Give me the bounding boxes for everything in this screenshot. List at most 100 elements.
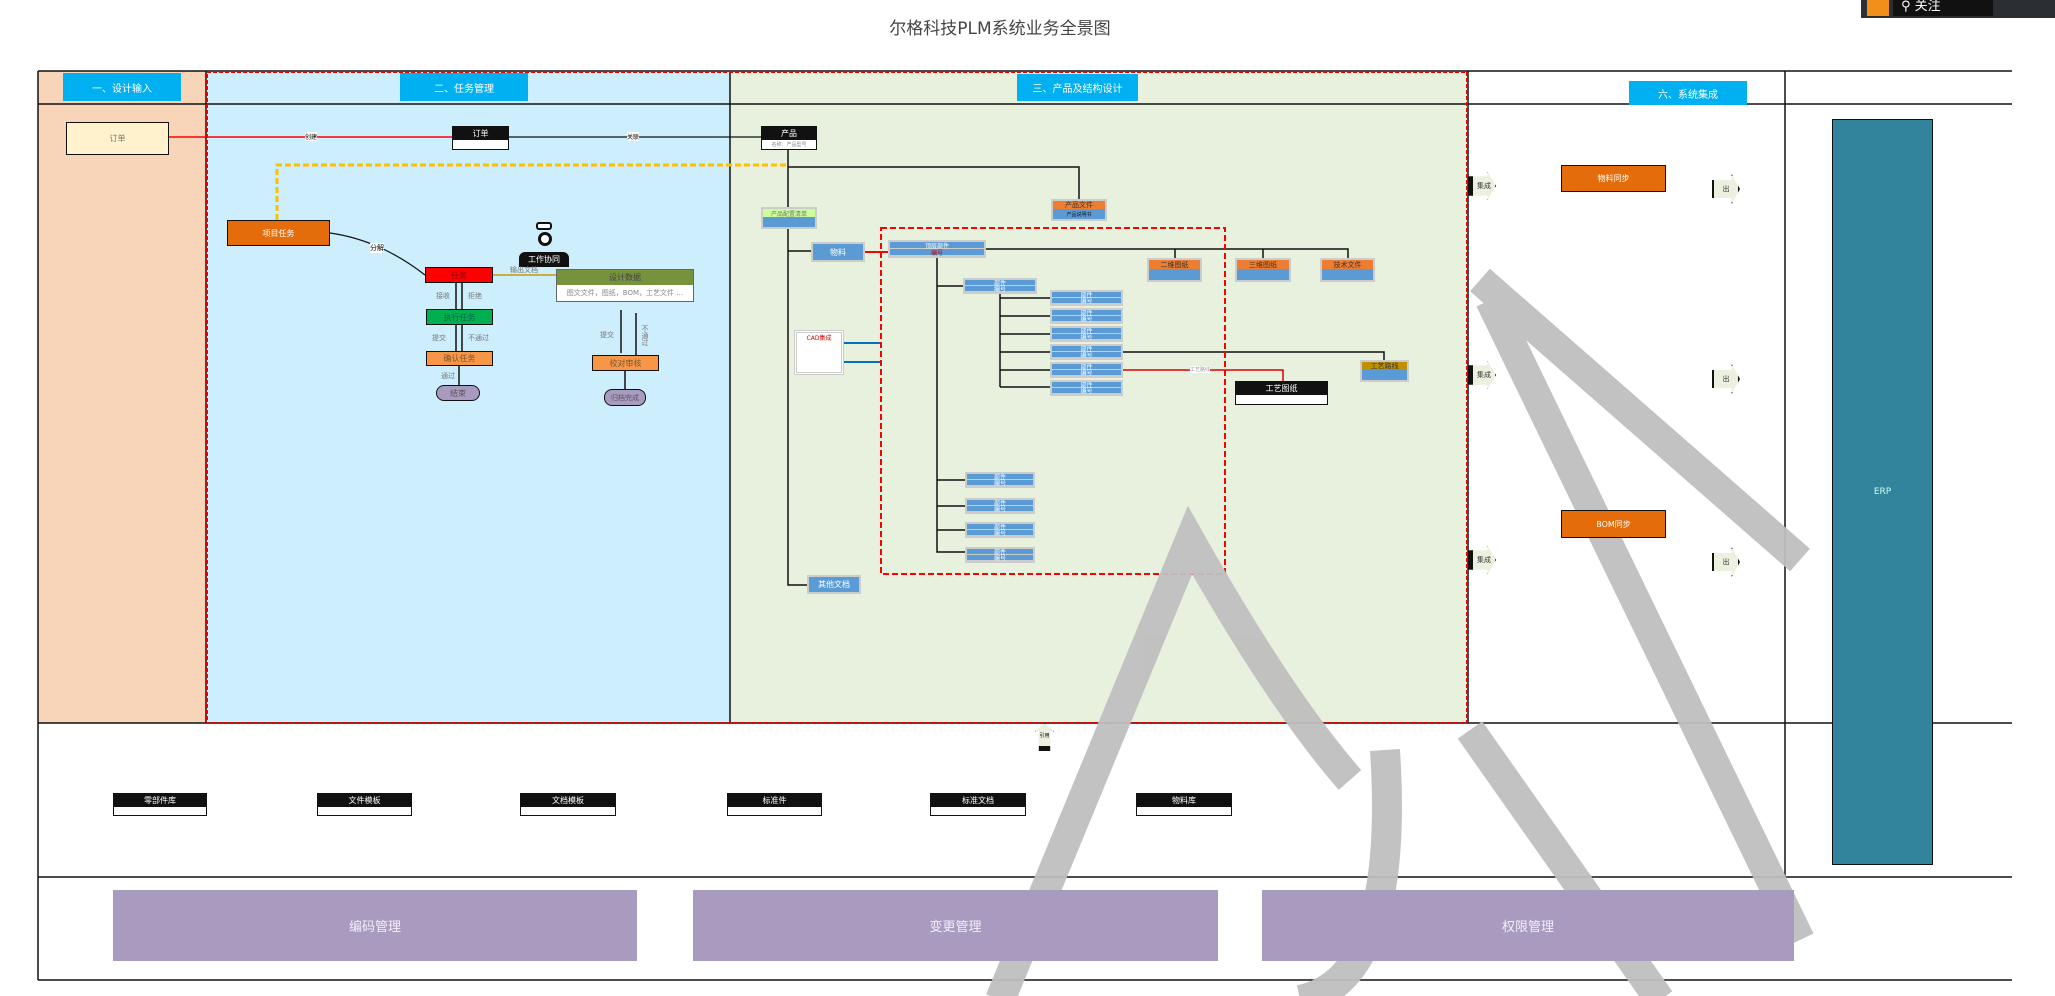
- part-sub: 编号: [967, 480, 1033, 487]
- sync-bom-node[interactable]: BOM同步: [1561, 510, 1666, 538]
- library-item[interactable]: 文档模板: [520, 793, 616, 816]
- drawing-3d-label: 三维图纸: [1237, 260, 1289, 269]
- part-node[interactable]: 部件编号: [1050, 326, 1123, 342]
- order-node-label: 订单: [453, 127, 508, 141]
- order-input-node[interactable]: 订单: [66, 122, 169, 155]
- edge-label-fail-2: 不通过: [641, 325, 649, 346]
- part-sub: 编号: [967, 506, 1033, 513]
- drawing-2d-label: 二维图纸: [1149, 260, 1200, 269]
- library-item-label: 标准件: [728, 794, 821, 807]
- library-item-label: 文件模板: [318, 794, 411, 807]
- edge-label-accept: 接收: [436, 292, 450, 300]
- part-node[interactable]: 部件编号: [1050, 290, 1123, 306]
- part-sub: 编号: [967, 555, 1033, 562]
- route-label: 工艺路线: [1362, 362, 1407, 371]
- material-node[interactable]: 物料: [811, 242, 865, 262]
- part-label: 部件: [967, 500, 1033, 507]
- part-node[interactable]: 部件编号: [965, 547, 1035, 563]
- drawing-2d-node[interactable]: 二维图纸: [1147, 258, 1202, 282]
- part-label: 部件: [967, 549, 1033, 556]
- part-node[interactable]: 部件编号: [965, 472, 1035, 488]
- root-part-node[interactable]: 顶层部件编号: [888, 240, 986, 258]
- library-item-label: 标准文档: [931, 794, 1025, 807]
- part-node[interactable]: 部件编号: [963, 278, 1037, 294]
- library-item[interactable]: 物料库: [1136, 793, 1232, 816]
- product-node[interactable]: 产品名称：产品型号: [761, 126, 817, 150]
- part-node[interactable]: 部件编号: [1050, 380, 1123, 396]
- library-item-label: 零部件库: [114, 794, 206, 807]
- part-label: 部件: [1052, 382, 1121, 389]
- part-node[interactable]: 部件编号: [1050, 362, 1123, 378]
- part-node[interactable]: 部件编号: [965, 498, 1035, 514]
- config-list-label: 产品配置清单: [763, 209, 815, 218]
- cad-node[interactable]: CAD集成: [794, 330, 844, 375]
- root-part-label: 顶层部件: [890, 242, 984, 250]
- top-toolbar: ⚲ 关注: [1861, 0, 2055, 18]
- archive-node[interactable]: 归档完成: [604, 389, 646, 406]
- edge-label-output: 输出文档: [510, 266, 538, 274]
- library-item[interactable]: 标准文档: [930, 793, 1026, 816]
- edge-label-reject: 拒绝: [468, 292, 482, 300]
- library-item[interactable]: 文件模板: [317, 793, 412, 816]
- library-item[interactable]: 零部件库: [113, 793, 207, 816]
- route-node[interactable]: 工艺路线: [1360, 360, 1409, 382]
- part-node[interactable]: 部件编号: [1050, 344, 1123, 360]
- follow-button[interactable]: ⚲ 关注: [1893, 0, 1993, 16]
- part-label: 部件: [965, 280, 1035, 287]
- design-data-title: 设计数据: [557, 270, 693, 285]
- page-title: 尔格科技PLM系统业务全景图: [889, 18, 1111, 39]
- product-doc-node[interactable]: 产品文件产品说明书: [1051, 199, 1107, 221]
- process-card-label: 工艺图纸: [1236, 382, 1327, 396]
- config-list-node[interactable]: 产品配置清单: [761, 207, 817, 229]
- project-task-node[interactable]: 项目任务: [227, 220, 330, 246]
- edge-label-pass: 通过: [441, 372, 455, 380]
- other-doc-node[interactable]: 其他文档: [807, 575, 861, 594]
- worker-icon: [528, 220, 558, 250]
- product-doc-sub: 产品说明书: [1053, 209, 1105, 219]
- collab-node[interactable]: 工作协同: [519, 252, 569, 267]
- drawing-3d-node[interactable]: 三维图纸: [1235, 258, 1291, 282]
- erp-system[interactable]: ERP: [1832, 119, 1933, 865]
- header-integration: 六、系统集成: [1629, 81, 1747, 105]
- review-node[interactable]: 校对审核: [592, 355, 659, 371]
- user-icon[interactable]: [1867, 0, 1889, 16]
- confirm-task-node[interactable]: 确认任务: [426, 351, 493, 366]
- root-part-sub: 编号: [890, 249, 984, 257]
- part-label: 部件: [1052, 310, 1121, 317]
- sync-material-node[interactable]: 物料同步: [1561, 165, 1666, 192]
- product-node-sub: 名称：产品型号: [771, 142, 807, 149]
- exec-task-node[interactable]: 执行任务: [426, 309, 493, 325]
- part-label: 部件: [1052, 328, 1121, 335]
- tech-doc-node[interactable]: 技术文件: [1320, 258, 1375, 282]
- lane-product-design: [730, 71, 1468, 723]
- edge-label-submit-2: 提交: [600, 331, 614, 339]
- part-sub: 编号: [967, 530, 1033, 537]
- edge-label-link: 关联: [627, 132, 640, 141]
- design-data-node[interactable]: 设计数据 图文文件，图纸，BOM，工艺文件 …: [556, 269, 694, 302]
- product-node-label: 产品: [762, 127, 816, 141]
- change-management[interactable]: 变更管理: [693, 890, 1218, 961]
- part-node[interactable]: 部件编号: [1050, 308, 1123, 324]
- library-item[interactable]: 标准件: [727, 793, 822, 816]
- part-sub: 编号: [1052, 352, 1121, 359]
- end-node[interactable]: 结束: [436, 385, 480, 401]
- process-card-node[interactable]: 工艺图纸: [1235, 381, 1328, 405]
- part-label: 部件: [967, 474, 1033, 481]
- task-node[interactable]: 任务: [425, 267, 493, 283]
- part-sub: 编号: [1052, 388, 1121, 395]
- follow-label: 关注: [1914, 0, 1941, 14]
- edge-label-submit: 提交: [432, 334, 446, 342]
- permission-management[interactable]: 权限管理: [1262, 890, 1794, 961]
- part-sub: 编号: [1052, 370, 1121, 377]
- coding-management[interactable]: 编码管理: [113, 890, 637, 961]
- lane-design-input: [38, 71, 206, 723]
- header-product-design: 三、产品及结构设计: [1017, 74, 1138, 101]
- part-label: 部件: [967, 524, 1033, 531]
- edge-label-route: 工艺路线: [1190, 366, 1211, 373]
- order-node[interactable]: 订单: [452, 126, 509, 150]
- part-node[interactable]: 部件编号: [965, 522, 1035, 538]
- design-data-detail: 图文文件，图纸，BOM，工艺文件 …: [557, 285, 693, 301]
- edge-label-assign: 分解: [370, 243, 384, 253]
- product-doc-label: 产品文件: [1053, 201, 1105, 210]
